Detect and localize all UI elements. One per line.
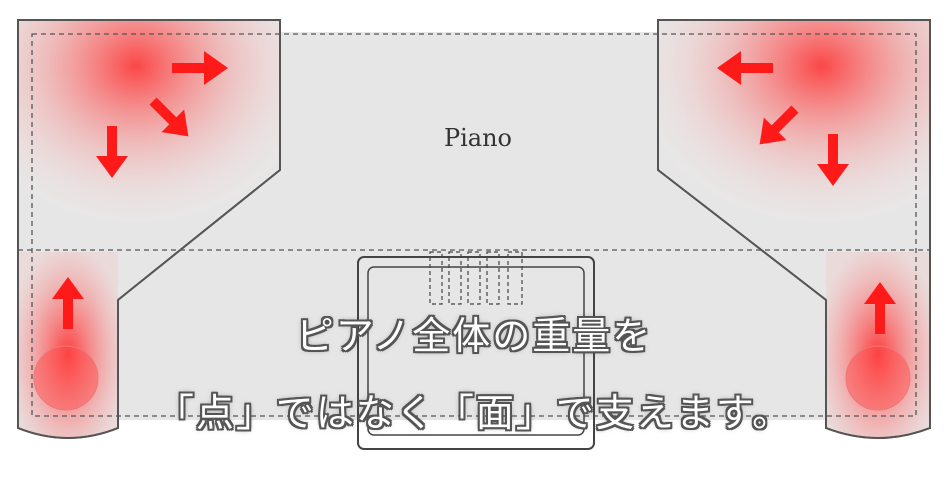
arrow-left-icon bbox=[717, 51, 773, 85]
leg-outline-right bbox=[825, 20, 931, 439]
arrow-down-icon bbox=[817, 134, 849, 186]
pedal-box bbox=[357, 251, 595, 450]
arrow-down-icon bbox=[96, 126, 128, 178]
arrow-down-left-icon bbox=[759, 105, 799, 145]
caster-right bbox=[845, 345, 911, 411]
arrow-up-icon bbox=[864, 282, 896, 334]
piano-label: Piano bbox=[444, 124, 512, 152]
arrow-up-icon bbox=[52, 277, 84, 329]
caption-line-1: ピアノ全体の重量を bbox=[295, 314, 653, 358]
arrow-down-right-icon bbox=[149, 97, 189, 137]
pressure-zone-bottom-right bbox=[826, 252, 930, 438]
piano-center-lower bbox=[118, 32, 826, 420]
pressure-zone-bottom-left bbox=[18, 252, 118, 438]
body-edge-right bbox=[657, 19, 930, 301]
leg-outline-left bbox=[17, 20, 119, 439]
pressure-zone-top-right bbox=[658, 20, 930, 250]
arrows bbox=[52, 51, 896, 334]
arrow-right-icon bbox=[172, 51, 228, 85]
caption-line-2: 「点」ではなく「面」で支えます。 bbox=[155, 391, 793, 435]
dashed-guides bbox=[18, 33, 930, 417]
caster-left bbox=[33, 345, 99, 411]
body-edge-left bbox=[18, 19, 281, 301]
